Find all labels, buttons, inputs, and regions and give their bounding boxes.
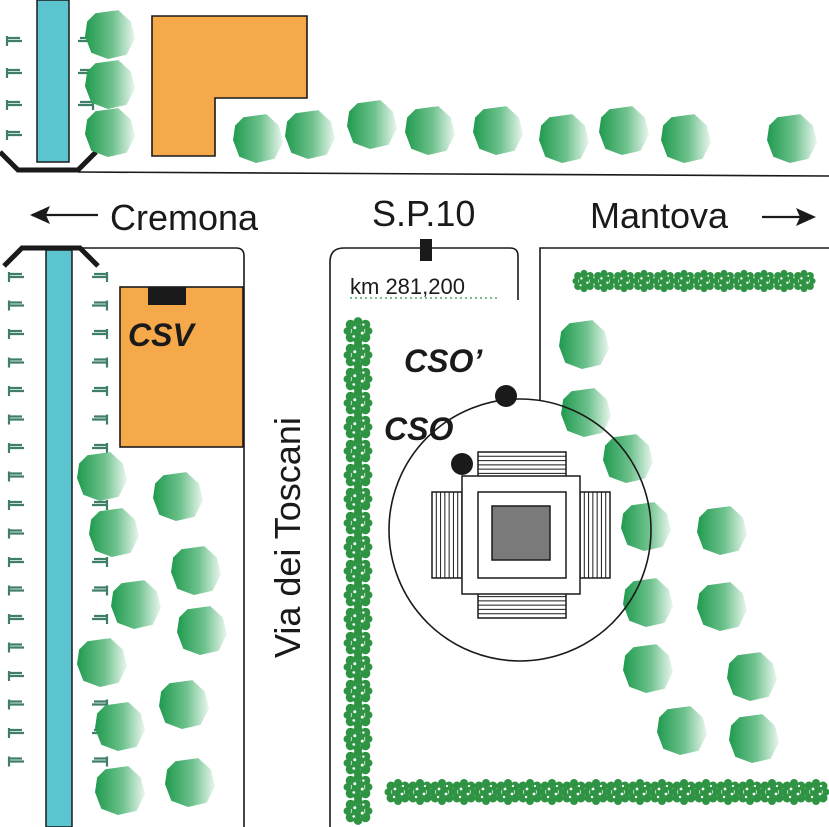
- cso-station-dot: [451, 453, 473, 475]
- shrub-icon: [343, 701, 373, 729]
- label-mantova: Mantova: [590, 195, 729, 236]
- grass-tuft-icon: [90, 555, 109, 569]
- bridge-north: [0, 150, 98, 173]
- grass-tuft-icon: [90, 498, 109, 512]
- grass-tuft-icon: [7, 413, 26, 426]
- grass-tuft-icon: [7, 669, 26, 683]
- shrub-icon: [672, 269, 696, 293]
- shrub-icon: [802, 779, 829, 805]
- grass-tuft-icon: [7, 641, 26, 654]
- grass-tuft-icon: [90, 299, 109, 312]
- label-cso: CSO: [384, 411, 453, 447]
- shrub-icon: [343, 485, 373, 513]
- shrub-icon: [772, 269, 796, 293]
- bridge-south: [2, 245, 100, 268]
- grass-tuft-icon: [90, 441, 109, 455]
- label-cremona: Cremona: [110, 197, 259, 238]
- shrub-icon: [343, 533, 373, 561]
- grass-tuft-icon: [7, 441, 26, 455]
- building-csv: [119, 286, 244, 448]
- shrub-icon: [343, 389, 373, 417]
- grass-tuft-icon: [90, 270, 109, 284]
- shrub-icon: [343, 749, 373, 777]
- shrub-icon: [592, 269, 616, 293]
- shrub-icon: [752, 269, 776, 293]
- shrub-icon: [343, 341, 373, 369]
- grass-tuft-icon: [7, 584, 26, 597]
- grass-tuft-icon: [90, 356, 109, 369]
- grass-tuft-icon: [7, 698, 26, 711]
- grass-tuft-icon: [90, 413, 109, 426]
- hedge-top-row: [572, 269, 816, 293]
- label-via-toscani: Via dei Toscani: [267, 417, 308, 658]
- shrub-icon: [343, 413, 373, 441]
- grass-tuft-icon: [7, 726, 26, 740]
- shrub-icon: [732, 269, 756, 293]
- road-right-block-edge: [539, 247, 829, 400]
- shrub-icon: [343, 365, 373, 393]
- km-marker-post: [420, 239, 432, 261]
- hedge-bottom-row: [384, 779, 829, 805]
- grass-tuft-icon: [90, 327, 109, 341]
- shrub-icon: [343, 773, 373, 801]
- label-km-marker: km 281,200: [350, 274, 465, 299]
- grass-tuft-icon: [90, 755, 109, 768]
- grass-tuft-icon: [7, 498, 26, 512]
- shrub-icon: [343, 581, 373, 609]
- shrub-icon: [343, 677, 373, 705]
- shrub-icon: [343, 653, 373, 681]
- grass-tuft-icon: [7, 299, 26, 312]
- arrow-right-icon: [762, 208, 816, 226]
- hedge-left-column: [343, 317, 373, 825]
- grass-tuft-icon: [7, 755, 26, 768]
- label-cso-prime: CSO’: [404, 343, 483, 379]
- label-sp10: S.P.10: [372, 193, 475, 234]
- shrub-icon: [712, 269, 736, 293]
- canal-south: [45, 249, 73, 827]
- monument-circle-path: [388, 398, 652, 662]
- grass-tuft-icon: [7, 612, 26, 626]
- shrub-icon: [612, 269, 636, 293]
- grass-tuft-icon: [7, 470, 26, 483]
- shrub-icon: [343, 509, 373, 537]
- shrub-icon: [632, 269, 656, 293]
- grass-tuft-icon: [7, 527, 26, 540]
- shrub-icon: [652, 269, 676, 293]
- canal-north: [36, 0, 70, 163]
- grass-tuft-icon: [7, 384, 26, 398]
- road-top-edge: [77, 171, 829, 177]
- building-north: [151, 15, 308, 157]
- label-csv: CSV: [128, 317, 196, 353]
- monument: [431, 451, 611, 619]
- road-left-block-edge: [80, 247, 245, 827]
- grass-tuft-icon: [90, 584, 109, 597]
- grass-tuft-icon: [7, 270, 26, 284]
- grass-tuft-icon: [7, 356, 26, 369]
- grass-tuft-icon: [90, 612, 109, 626]
- grass-tuft-icon: [7, 555, 26, 569]
- shrub-icon: [792, 269, 816, 293]
- shrub-icon: [692, 269, 716, 293]
- shrub-icon: [343, 797, 373, 825]
- shrub-icon: [343, 557, 373, 585]
- csv-sensor-marker: [148, 287, 186, 305]
- shrub-icon: [343, 629, 373, 657]
- shrub-icon: [343, 437, 373, 465]
- grass-tuft-icon: [7, 327, 26, 341]
- cso-prime-station-dot: [495, 385, 517, 407]
- shrub-icon: [343, 317, 373, 345]
- shrub-icon: [343, 725, 373, 753]
- grass-tuft-icon: [90, 384, 109, 398]
- shrub-icon: [343, 605, 373, 633]
- shrub-icon: [572, 269, 596, 293]
- arrow-left-icon: [30, 206, 98, 224]
- shrub-icon: [343, 461, 373, 489]
